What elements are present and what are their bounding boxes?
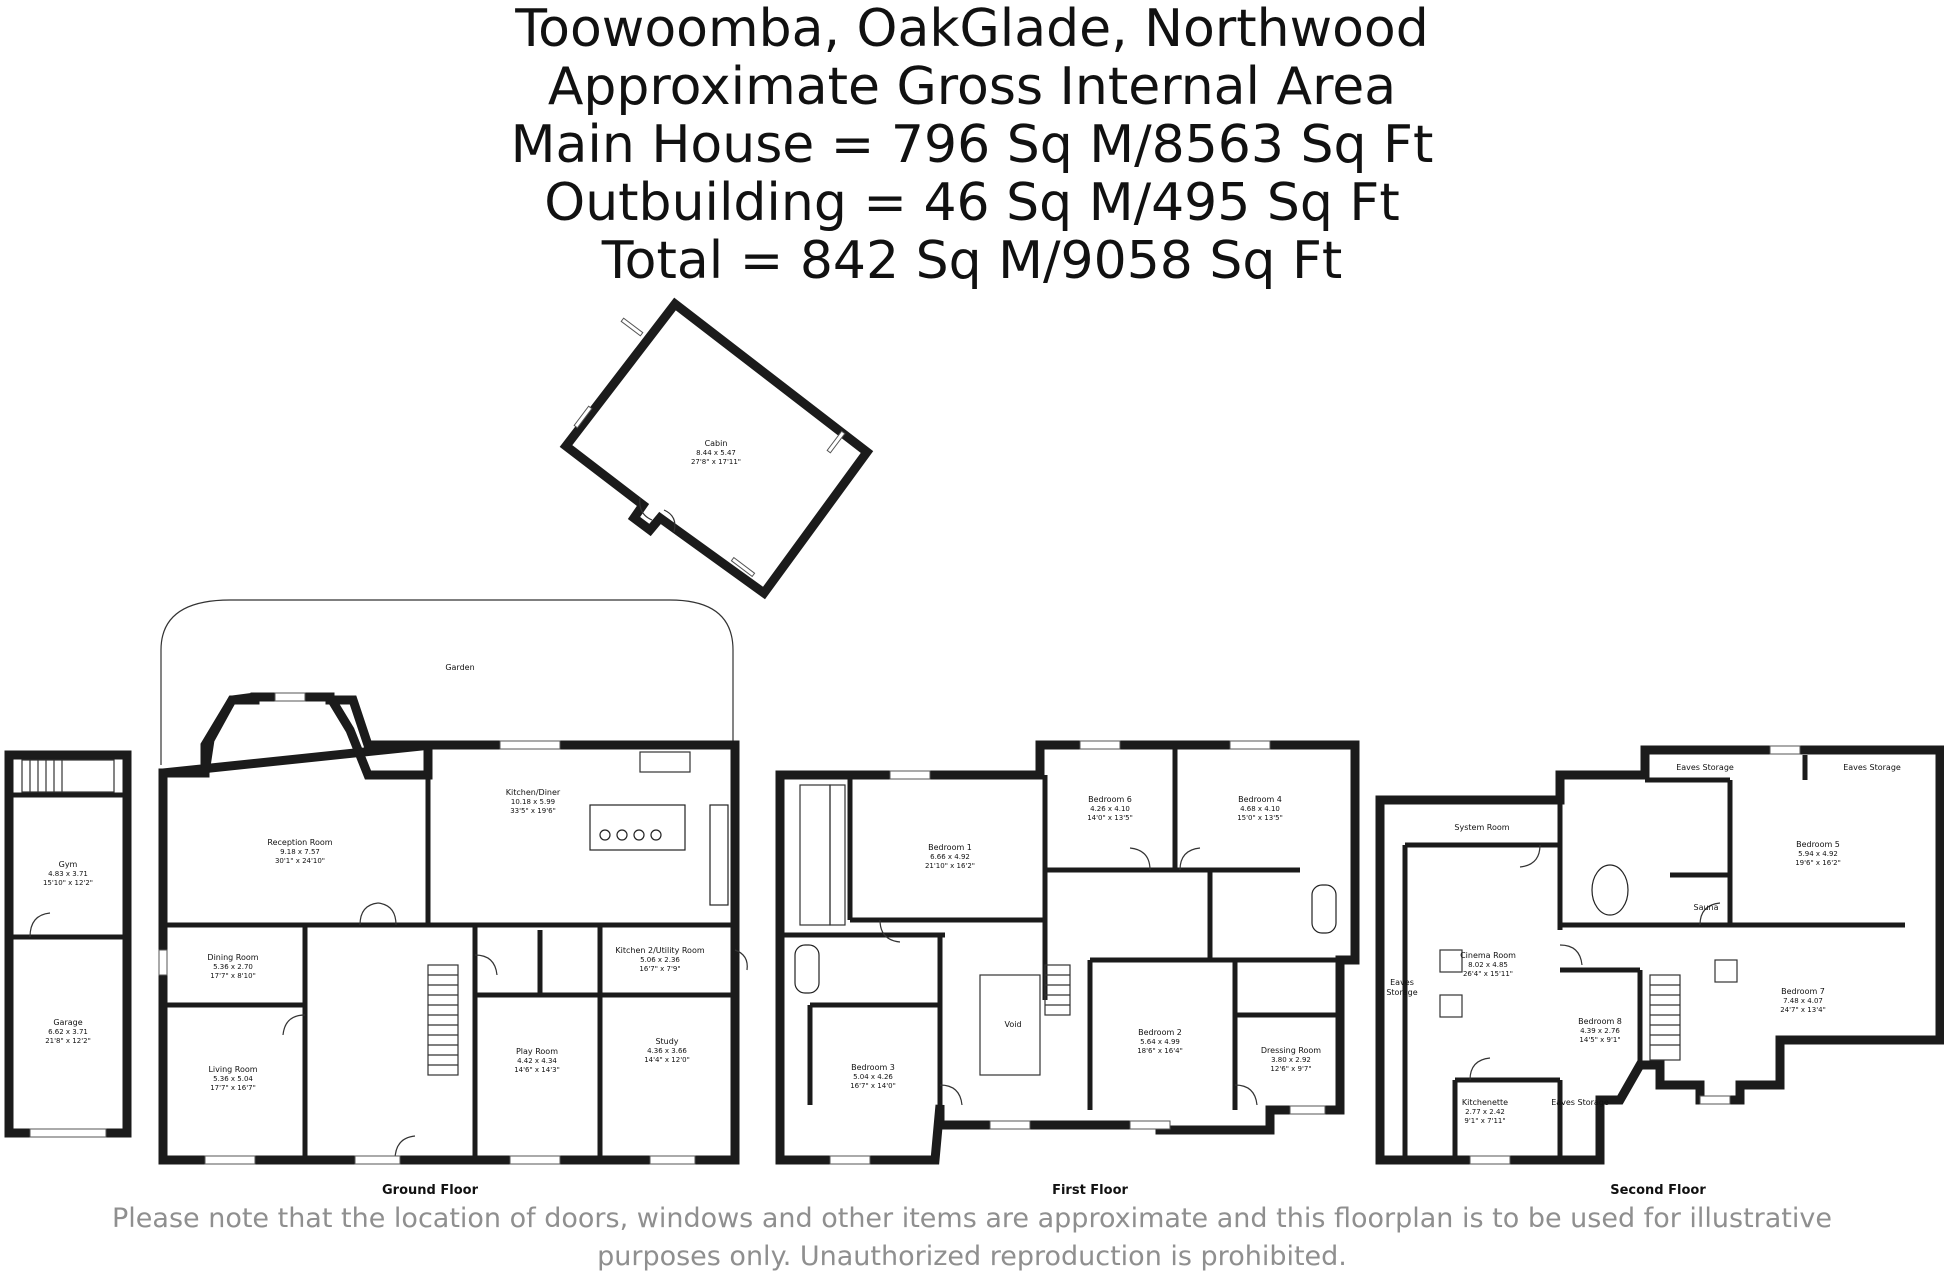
area-heading: Approximate Gross Internal Area (547, 57, 1397, 117)
study-dims-imperial: 14'4" x 12'0" (644, 1056, 690, 1064)
garage-label: Garage (53, 1018, 82, 1027)
gym-label: Gym (59, 860, 78, 869)
eaves-bottom-label: Eaves Storage (1551, 1098, 1609, 1107)
dressing-dims-imperial: 12'6" x 9'7" (1270, 1065, 1311, 1073)
property-title: Toowoomba, OakGlade, Northwood (515, 0, 1429, 59)
kitchenette-dims-imperial: 9'1" x 7'11" (1464, 1117, 1505, 1125)
bedroom5-dims-imperial: 19'6" x 16'2" (1795, 859, 1841, 867)
kitchen2-dims: 5.06 x 2.36 (640, 956, 680, 964)
cinema-dims-imperial: 26'4" x 15'11" (1463, 970, 1513, 978)
kitchenette-dims: 2.77 x 2.42 (1465, 1108, 1505, 1116)
total-area: Total = 842 Sq M/9058 Sq Ft (601, 231, 1343, 291)
kitchen2-label: Kitchen 2/Utility Room (615, 946, 704, 955)
disclaimer-line-2: purposes only. Unauthorized reproduction… (597, 1241, 1347, 1272)
reception-dims: 9.18 x 7.57 (280, 848, 320, 856)
garden-label: Garden (445, 663, 474, 672)
first-floor-plan: Bedroom 1 6.66 x 4.92 21'10" x 16'2" Bed… (775, 740, 1360, 1198)
floorplan-header: Toowoomba, OakGlade, Northwood Approxima… (0, 0, 1944, 290)
first-floor-label: First Floor (1052, 1183, 1128, 1198)
kitchen-diner-dims: 10.18 x 5.99 (511, 798, 555, 806)
eaves-left-label-2: Storage (1386, 988, 1417, 997)
main-house-area: Main House = 796 Sq M/8563 Sq Ft (510, 115, 1434, 175)
play-label: Play Room (516, 1047, 558, 1056)
ground-floor-plan: Garden (158, 599, 748, 1198)
dining-dims-imperial: 17'7" x 8'10" (210, 972, 256, 980)
dressing-label: Dressing Room (1261, 1046, 1321, 1055)
bedroom6-dims: 4.26 x 4.10 (1090, 805, 1130, 813)
bedroom3-dims: 5.04 x 4.26 (853, 1073, 893, 1081)
bedroom3-label: Bedroom 3 (851, 1063, 895, 1072)
eaves-storage-label-1: Eaves Storage (1676, 763, 1734, 772)
cabin-outbuilding: Cabin 8.44 x 5.47 27'8" x 17'11" (559, 297, 874, 600)
bedroom2-label: Bedroom 2 (1138, 1028, 1182, 1037)
cabin-label: Cabin (705, 439, 728, 448)
disclaimer-line-1: Please note that the location of doors, … (112, 1203, 1832, 1234)
system-room-label: System Room (1454, 823, 1509, 832)
garage-dims-imperial: 21'8" x 12'2" (45, 1037, 91, 1045)
kitchen2-dims-imperial: 16'7" x 7'9" (639, 965, 680, 973)
gym-garage-block: Gym 4.83 x 3.71 15'10" x 12'2" Garage 6.… (4, 750, 132, 1138)
bedroom1-dims-imperial: 21'10" x 16'2" (925, 862, 975, 870)
gym-dims-imperial: 15'10" x 12'2" (43, 879, 93, 887)
living-dims: 5.36 x 5.04 (213, 1075, 253, 1083)
play-dims: 4.42 x 4.34 (517, 1057, 557, 1065)
cinema-label: Cinema Room (1460, 951, 1516, 960)
disclaimer: Please note that the location of doors, … (60, 1200, 1884, 1276)
bedroom5-dims: 5.94 x 4.92 (1798, 850, 1838, 858)
cabin-dims-imperial: 27'8" x 17'11" (691, 458, 741, 466)
outbuilding-area: Outbuilding = 46 Sq M/495 Sq Ft (544, 173, 1400, 233)
bedroom1-dims: 6.66 x 4.92 (930, 853, 970, 861)
garage-dims: 6.62 x 3.71 (48, 1028, 88, 1036)
gym-dims: 4.83 x 3.71 (48, 870, 88, 878)
dining-label: Dining Room (207, 953, 258, 962)
kitchen-diner-dims-imperial: 33'5" x 19'6" (510, 807, 556, 815)
bedroom7-label: Bedroom 7 (1781, 987, 1825, 996)
reception-label: Reception Room (267, 838, 332, 847)
bedroom2-dims: 5.64 x 4.99 (1140, 1038, 1180, 1046)
eaves-storage-label-2: Eaves Storage (1843, 763, 1901, 772)
bedroom1-label: Bedroom 1 (928, 843, 972, 852)
ground-floor-label: Ground Floor (382, 1183, 479, 1198)
bedroom7-dims: 7.48 x 4.07 (1783, 997, 1823, 1005)
bedroom8-dims-imperial: 14'5" x 9'1" (1579, 1036, 1620, 1044)
void-label: Void (1004, 1020, 1021, 1029)
study-label: Study (655, 1037, 678, 1046)
cabin-dims: 8.44 x 5.47 (696, 449, 736, 457)
bedroom3-dims-imperial: 16'7" x 14'0" (850, 1082, 896, 1090)
cinema-dims: 8.02 x 4.85 (1468, 961, 1508, 969)
bedroom6-label: Bedroom 6 (1088, 795, 1132, 804)
study-dims: 4.36 x 3.66 (647, 1047, 687, 1055)
bedroom7-dims-imperial: 24'7" x 13'4" (1780, 1006, 1826, 1014)
second-floor-plan: System Room Eaves Storage Eaves Storage … (1375, 745, 1944, 1198)
bedroom6-dims-imperial: 14'0" x 13'5" (1087, 814, 1133, 822)
bedroom4-dims-imperial: 15'0" x 13'5" (1237, 814, 1283, 822)
bedroom5-label: Bedroom 5 (1796, 840, 1840, 849)
bedroom4-dims: 4.68 x 4.10 (1240, 805, 1280, 813)
living-dims-imperial: 17'7" x 16'7" (210, 1084, 256, 1092)
reception-dims-imperial: 30'1" x 24'10" (275, 857, 325, 865)
kitchen-diner-label: Kitchen/Diner (506, 788, 561, 797)
eaves-left-label: Eaves (1390, 978, 1414, 987)
play-dims-imperial: 14'6" x 14'3" (514, 1066, 560, 1074)
second-floor-label: Second Floor (1610, 1183, 1706, 1198)
sauna-label: Sauna (1693, 903, 1718, 912)
living-label: Living Room (208, 1065, 257, 1074)
bedroom4-label: Bedroom 4 (1238, 795, 1282, 804)
kitchenette-label: Kitchenette (1462, 1098, 1508, 1107)
bedroom2-dims-imperial: 18'6" x 16'4" (1137, 1047, 1183, 1055)
bedroom8-label: Bedroom 8 (1578, 1017, 1622, 1026)
dining-dims: 5.36 x 2.70 (213, 963, 253, 971)
dressing-dims: 3.80 x 2.92 (1271, 1056, 1311, 1064)
bedroom8-dims: 4.39 x 2.76 (1580, 1027, 1620, 1035)
